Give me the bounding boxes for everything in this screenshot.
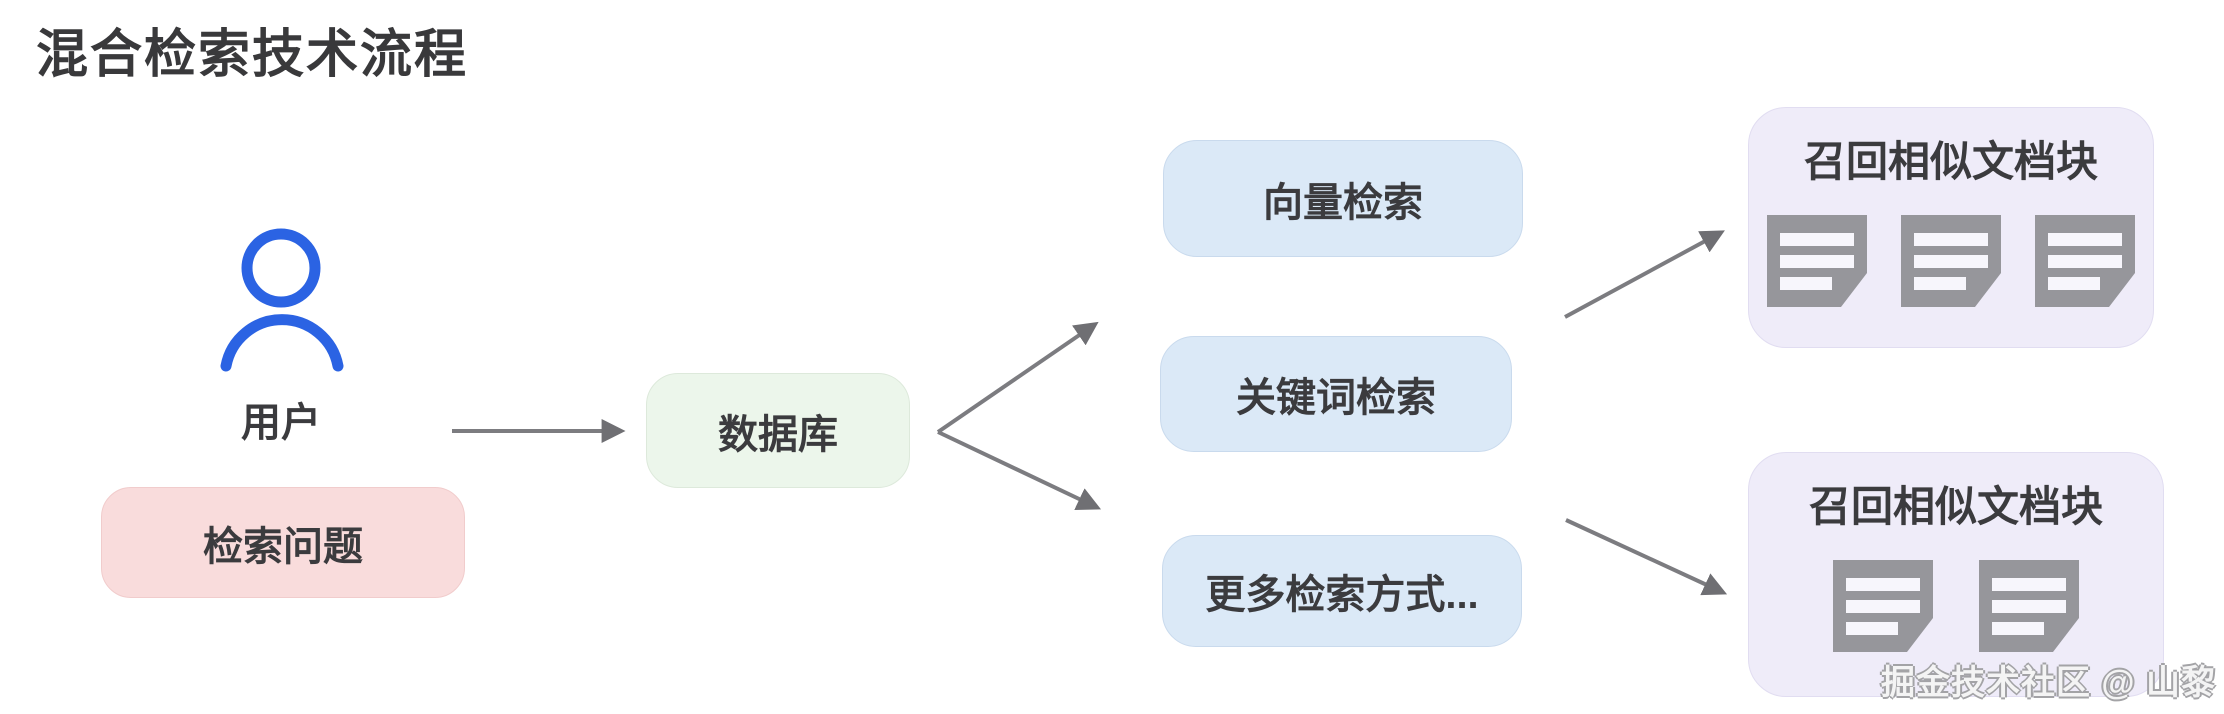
page-title: 混合检索技术流程 [36,26,469,84]
document-icon [2035,215,2135,307]
recall-bottom-title: 召回相似文档块 [1808,483,2103,530]
user-label: 用户 [241,401,321,445]
vector-search-label: 向量检索 [1263,180,1423,225]
database-label: 数据库 [718,412,838,457]
watermark: 掘金技术社区 @ 山黎 [1880,664,2216,702]
document-icon [1833,560,1933,652]
recall-card-top: 召回相似文档块 [1748,107,2154,348]
keyword-search-label: 关键词检索 [1236,376,1436,420]
keyword-search-box: 关键词检索 [1160,336,1512,452]
more-search-label: 更多检索方式... [1205,573,1479,617]
query-label: 检索问题 [203,524,363,569]
recall-top-documents [1767,215,2135,307]
vector-search-box: 向量检索 [1163,140,1523,257]
more-search-box: 更多检索方式... [1162,535,1522,647]
document-icon [1767,215,1867,307]
user-icon [220,228,344,372]
arrow-to-recall-top [1564,230,1725,319]
arrow-database-to-vector [936,321,1099,434]
arrow-to-recall-bottom [1565,518,1728,596]
recall-top-title: 召回相似文档块 [1803,138,2098,185]
recall-card-bottom: 召回相似文档块 [1748,452,2164,697]
document-icon [1901,215,2001,307]
arrow-database-to-more [937,430,1102,510]
database-box: 数据库 [646,373,910,488]
document-icon [1979,560,2079,652]
query-box: 检索问题 [101,487,465,598]
recall-bottom-documents [1833,560,2079,652]
